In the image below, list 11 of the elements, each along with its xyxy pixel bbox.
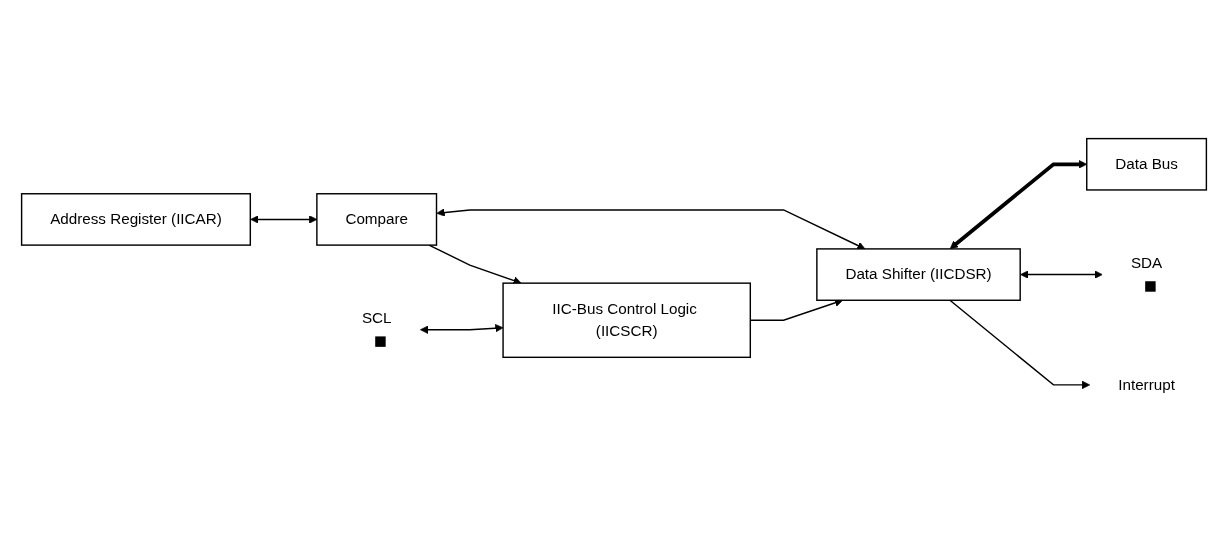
node-text: Interrupt <box>1118 376 1175 393</box>
arrow <box>436 208 866 250</box>
arrow <box>949 299 1091 389</box>
arrow <box>428 244 522 285</box>
arrow <box>1020 270 1103 279</box>
node-box: Data Shifter (IICDSR) <box>816 248 1021 301</box>
node-box: Compare <box>316 192 438 246</box>
arrow <box>420 323 504 334</box>
node-box: IIC-Bus Control Logic (IICSCR) <box>502 282 752 358</box>
node-box: Address Register (IICAR) <box>20 192 252 246</box>
node-box: Data Bus <box>1086 137 1208 191</box>
